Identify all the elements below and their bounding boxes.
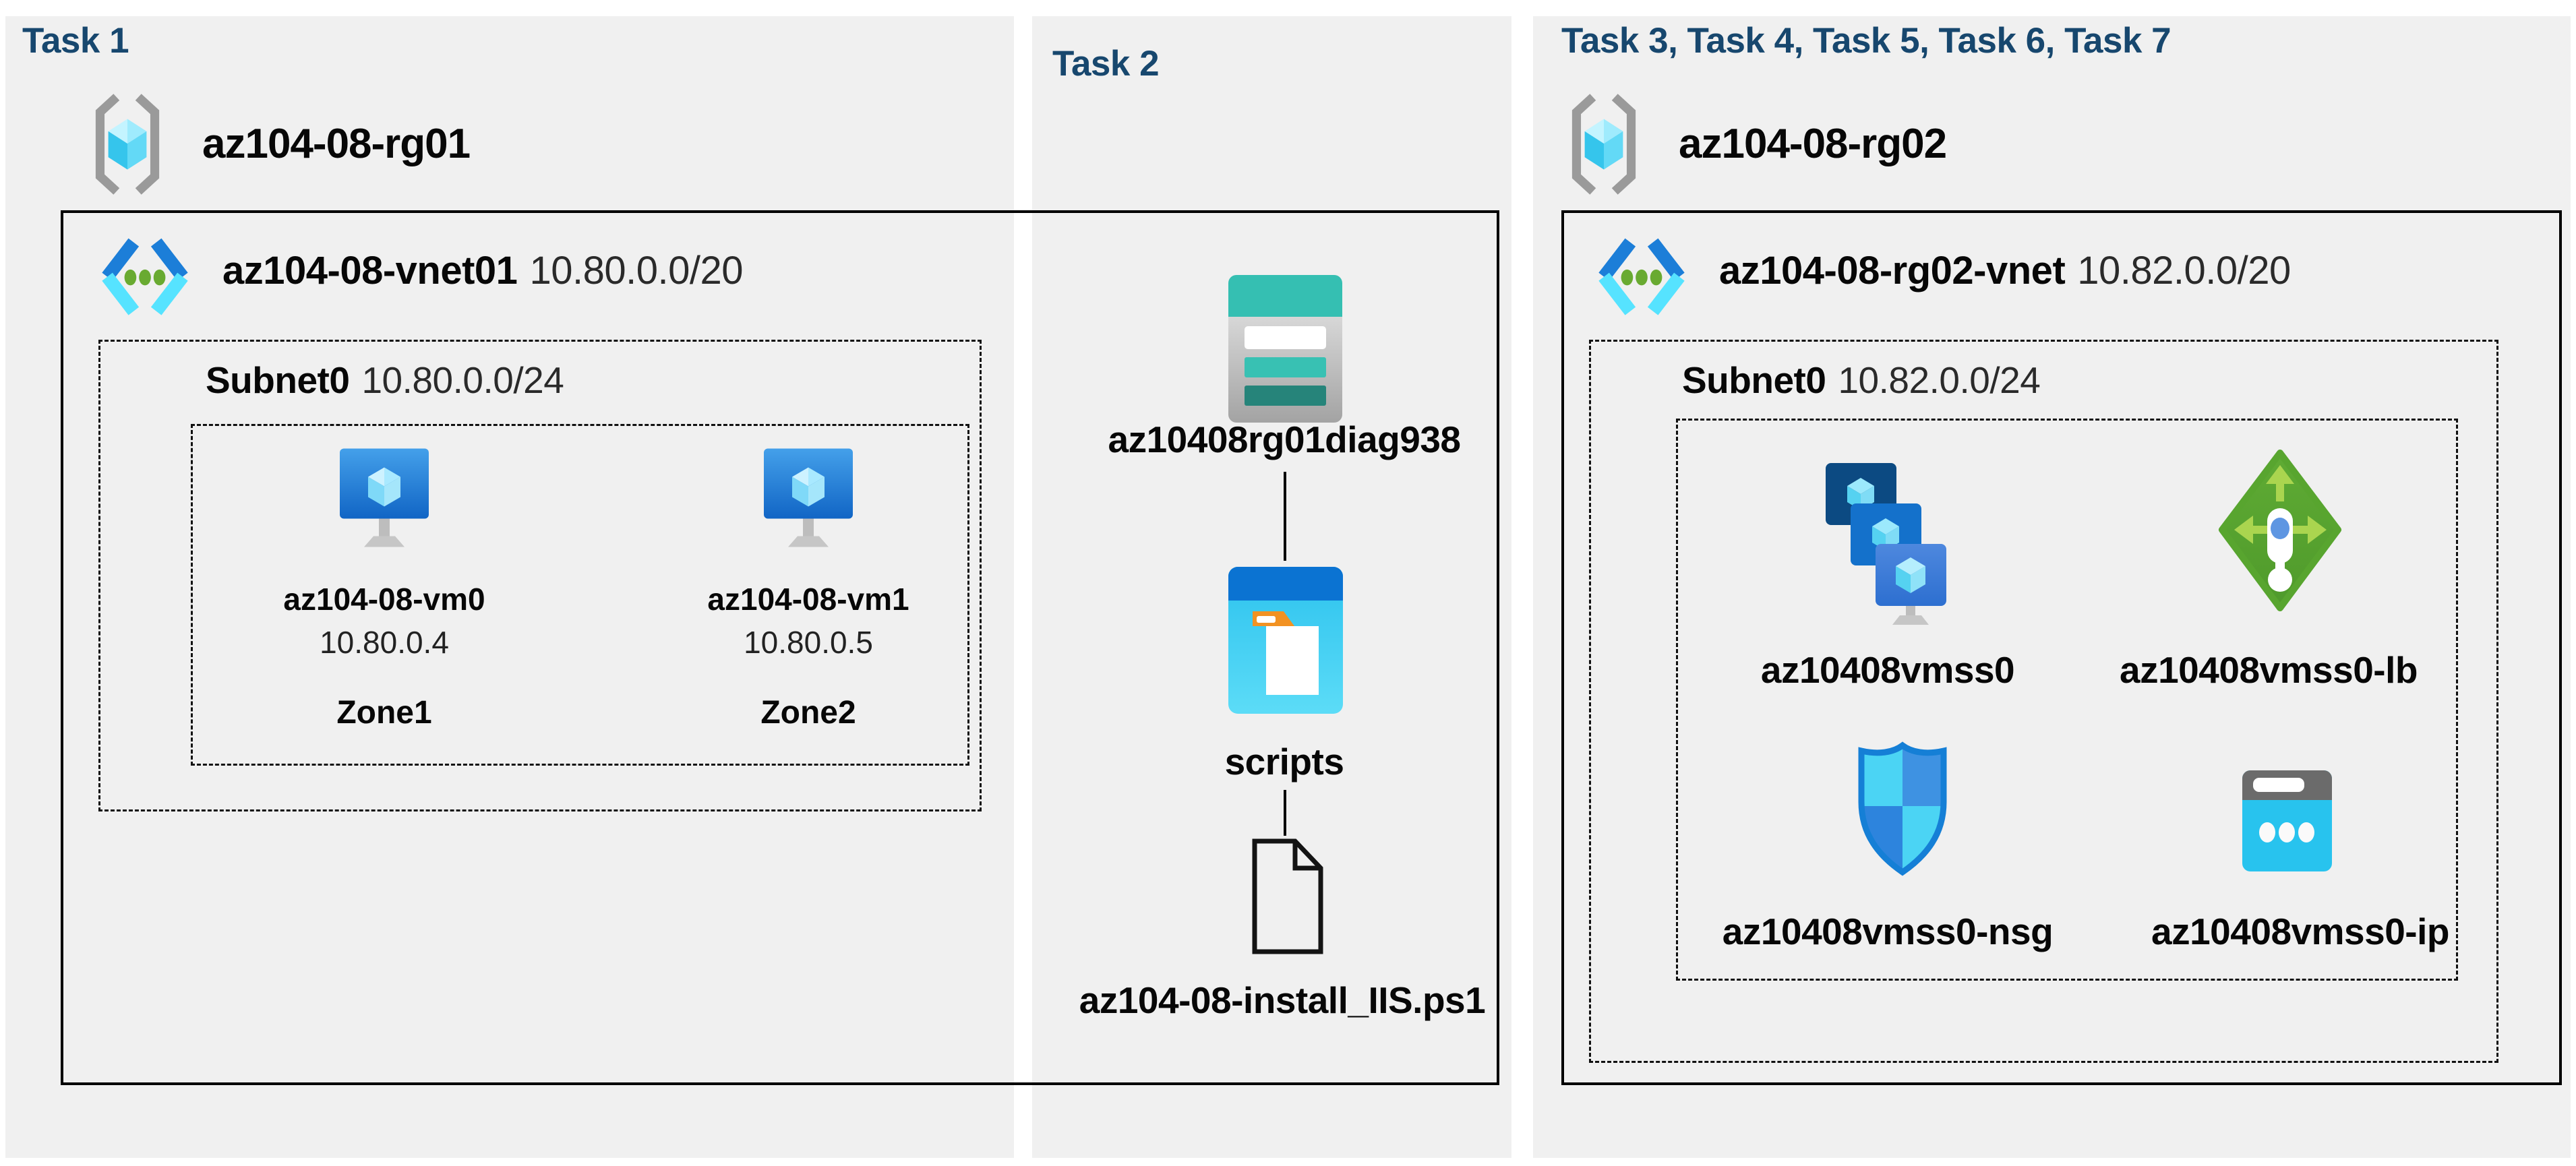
vnet2-boundary-box [1561,210,2562,1085]
vm1-name: az104-08-vm1 [707,582,909,617]
vnet1-boundary-box [61,210,1499,1085]
connector-line [1284,472,1286,561]
task3to7-title: Task 3, Task 4, Task 5, Task 6, Task 7 [1561,21,2171,61]
vnet2-name: az104-08-rg02-vnet [1719,249,2066,293]
load-balancer-label: az10408vmss0-lb [2120,649,2418,691]
vnet2-cidr: 10.82.0.0/20 [2077,249,2291,293]
script-file-label: az104-08-install_IIS.ps1 [1079,979,1486,1021]
subnet2-cidr: 10.82.0.0/24 [1838,359,2041,401]
vm1-zone: Zone2 [760,695,856,731]
connector-line [1284,790,1286,836]
vm-icon [340,448,429,547]
vnet1-name: az104-08-vnet01 [222,249,518,293]
task2-title: Task 2 [1052,44,1160,84]
task1-title: Task 1 [22,21,129,61]
subnet2-label: Subnet0 10.82.0.0/24 [1682,359,2041,402]
subnet1-name: Subnet0 [206,359,350,401]
vm0-name: az104-08-vm0 [283,582,485,617]
subnet1-box [98,340,982,811]
vmss-icon [1826,463,1946,625]
nsg-icon [1858,741,1947,876]
resource-group-icon [95,94,160,195]
storage-account-label: az10408rg01diag938 [1108,419,1461,460]
vm-icon [764,448,853,547]
vnet-icon [1598,238,1685,315]
vm0-ip: 10.80.0.4 [320,625,449,660]
vnet-icon [102,238,188,315]
vm1-ip: 10.80.0.5 [744,625,873,660]
panel-task1 [5,16,1014,1158]
storage-account-icon [1228,275,1342,423]
public-ip-label: az10408vmss0-ip [2151,911,2449,952]
rg1-label: az104-08-rg01 [202,121,471,167]
subnet1-cidr: 10.80.0.0/24 [361,359,564,401]
vm-zone-box [191,424,969,766]
vmss-label: az10408vmss0 [1760,649,2015,691]
blob-container-icon [1228,567,1343,714]
container-label: scripts [1224,741,1344,783]
public-ip-icon [2242,770,2332,871]
subnet2-name: Subnet0 [1682,359,1826,401]
nsg-label: az10408vmss0-nsg [1722,911,2054,952]
script-file-icon [1252,838,1323,954]
vnet1-cidr: 10.80.0.0/20 [529,249,743,293]
vm0-zone: Zone1 [336,695,432,731]
subnet2-box [1589,340,2498,1063]
vmss-resources-box [1676,419,2458,981]
resource-group-icon [1571,94,1636,195]
rg2-label: az104-08-rg02 [1679,121,1947,167]
load-balancer-icon [2219,450,2341,611]
subnet1-label: Subnet0 10.80.0.0/24 [206,359,564,402]
panel-task3to7 [1533,16,2571,1158]
